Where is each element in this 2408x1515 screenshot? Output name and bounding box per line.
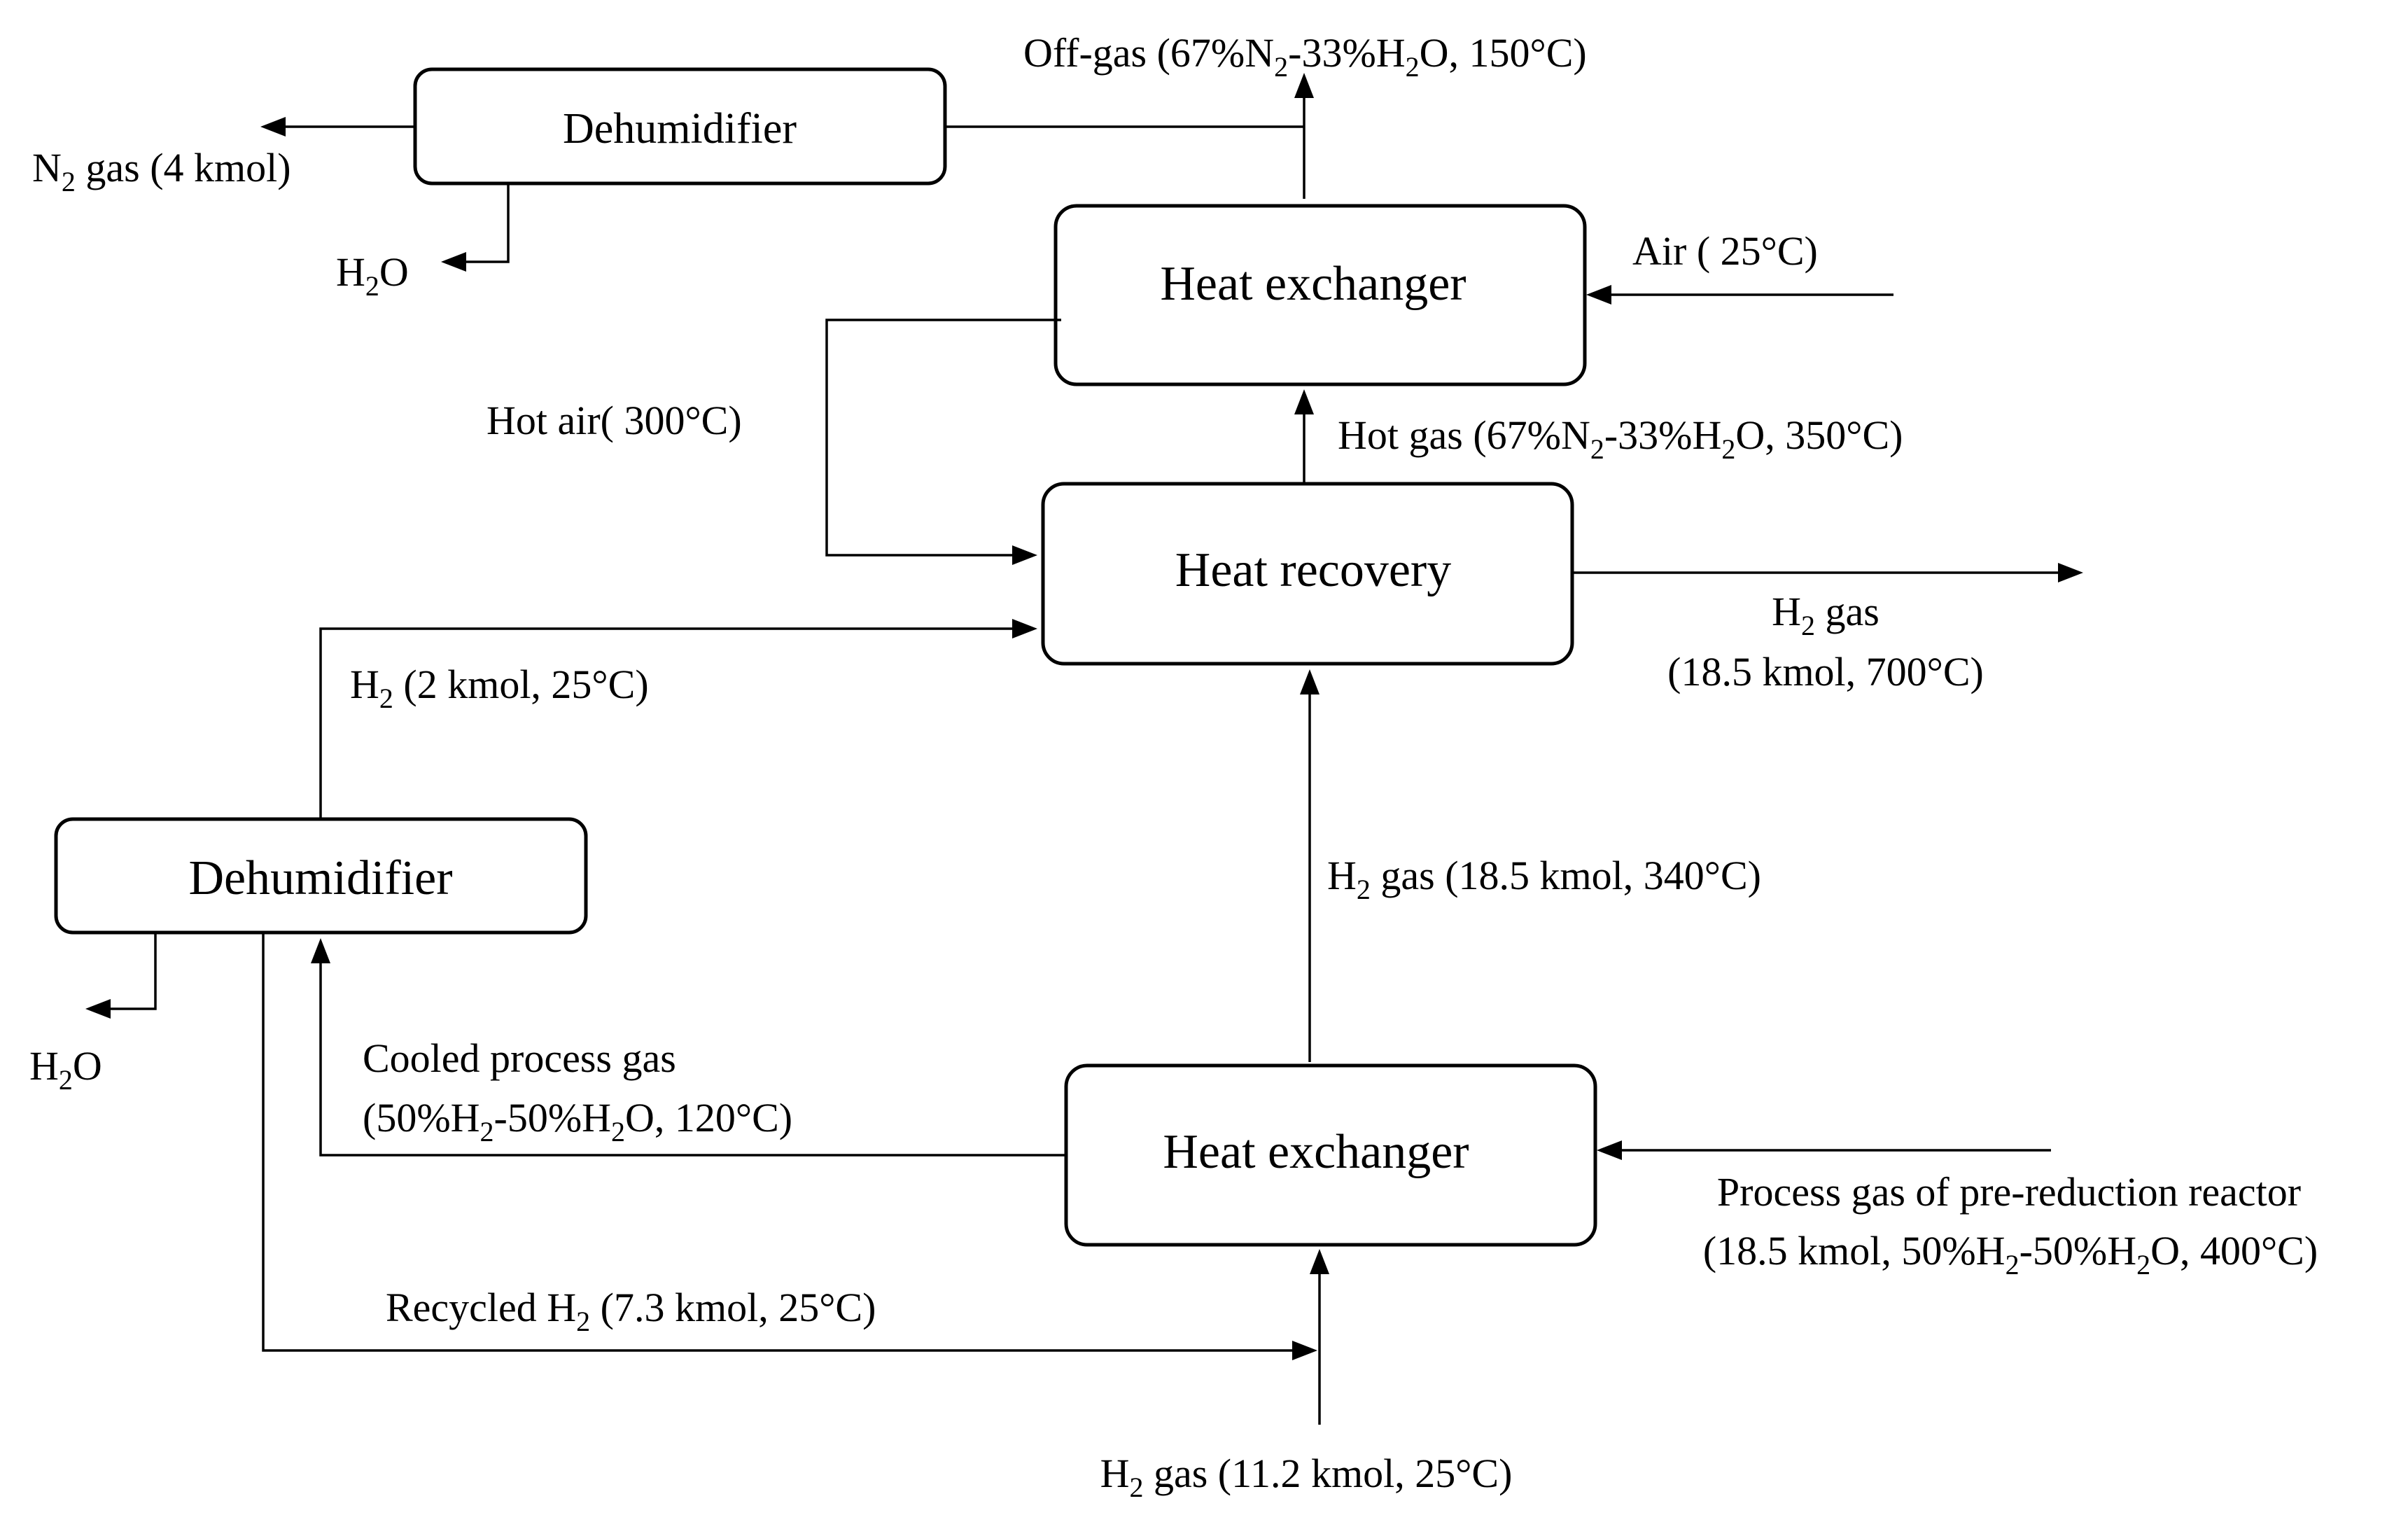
process-gas-label-line2: (18.5 kmol, 50%H2-50%H2O, 400°C) [1703,1228,2318,1280]
hot-air-arrow [825,319,1061,565]
heat-exchanger-top-box: Heat exchanger [1054,204,1587,386]
heat-exchanger-bottom-box: Heat exchanger [1064,1063,1597,1247]
h2-gas-feed-arrow [1310,1249,1329,1425]
heat-recovery-box: Heat recovery [1041,482,1574,666]
heat-exchanger-top-label: Heat exchanger [1160,257,1466,311]
off-gas-label: Off-gas (67%N2-33%H2O, 150°C) [1023,30,1587,83]
n2-gas-arrow [260,117,415,137]
cooled-gas-label-line2: (50%H2-50%H2O, 120°C) [363,1095,792,1147]
dehumidifier-top-label: Dehumidifier [563,105,797,153]
h2-2kmol-label: H2 (2 kmol, 25°C) [350,662,649,714]
hot-gas-label: Hot gas (67%N2-33%H2O, 350°C) [1338,412,1903,465]
air-in-label: Air ( 25°C) [1632,228,1818,274]
dehumidifier-left-label: Dehumidifier [188,851,452,905]
air-in-arrow [1586,285,1893,305]
h2-gas-out-label-line2: (18.5 kmol, 700°C) [1667,649,1984,694]
hot-gas-arrow [1294,389,1314,484]
h2-gas-feed-label: H2 gas (11.2 kmol, 25°C) [1100,1451,1513,1503]
dehumidifier-left-box: Dehumidifier [54,817,588,935]
dehumidifier-top-box: Dehumidifier [413,67,947,186]
h2-gas-340-label: H2 gas (18.5 kmol, 340°C) [1327,853,1761,905]
h2-gas-out-label-line1: H2 gas [1772,589,1879,641]
recycled-h2-arrow [262,933,1317,1360]
h2o-left-arrow [85,933,157,1019]
heat-recovery-label: Heat recovery [1175,543,1451,597]
heat-exchanger-bottom-label: Heat exchanger [1163,1125,1469,1179]
h2o-top-arrow [441,183,510,272]
h2-gas-340-arrow [1300,669,1320,1062]
n2-gas-label: N2 gas (4 kmol) [32,145,291,197]
cooled-gas-arrow [311,938,1066,1157]
h2-2kmol-arrow [319,619,1037,819]
cooled-gas-label-line1: Cooled process gas [363,1035,676,1081]
h2o-top-label: H2O [336,249,409,302]
process-gas-arrow [1597,1140,2051,1160]
off-gas-arrow [1294,73,1314,199]
process-gas-label-line1: Process gas of pre-reduction reactor [1717,1169,2301,1215]
h2-gas-out-arrow [1572,563,2083,582]
hot-air-label: Hot air( 300°C) [486,398,742,443]
h2o-left-label: H2O [29,1043,102,1096]
recycled-h2-label: Recycled H2 (7.3 kmol, 25°C) [386,1285,876,1337]
